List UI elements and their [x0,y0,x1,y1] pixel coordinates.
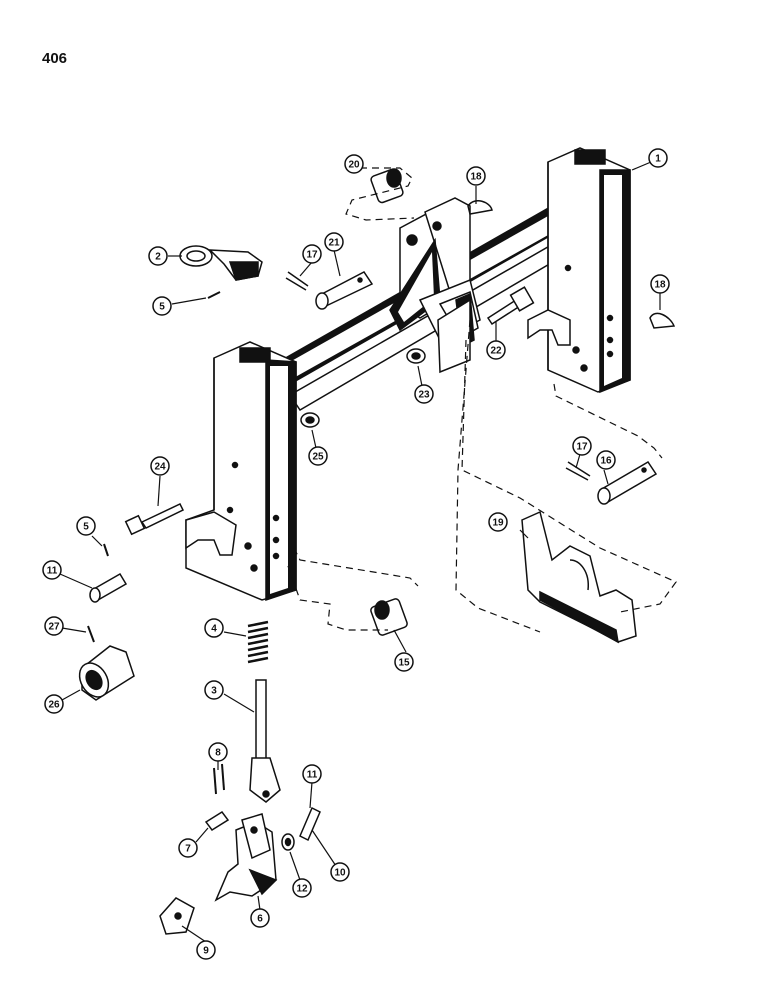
callout-22: 22 [486,340,506,360]
callout-label: 26 [48,700,60,711]
dashed-reference-lines [287,167,677,633]
callout-label: 23 [418,390,430,401]
callout-27: 27 [44,616,64,636]
callout-11-left: 11 [42,560,62,580]
part-11-pin-right [299,806,321,842]
part-9-pad [159,897,195,935]
callout-label: 24 [154,462,166,473]
part-5-pin-upper [207,291,221,299]
callout-10: 10 [330,862,350,882]
part-16-pin [597,460,658,505]
callout-23: 23 [414,384,434,404]
callout-label: 6 [257,914,263,925]
callout-label: 1 [655,154,661,165]
callout-label: 20 [348,160,360,171]
callout-7: 7 [178,838,198,858]
part-23-nut [406,348,426,364]
callout-label: 18 [470,172,482,183]
callout-3: 3 [204,680,224,700]
callout-label: 2 [155,252,161,263]
part-5-pin-lower [103,543,109,557]
callout-label: 12 [296,884,308,895]
callout-25: 25 [308,446,328,466]
callout-20: 20 [344,154,364,174]
page-number: 406 [42,50,68,67]
part-8-pins [213,763,225,795]
callout-5-upper: 5 [152,296,172,316]
callout-8: 8 [208,742,228,762]
callout-label: 7 [185,844,191,855]
main-frame-assembly [185,147,631,602]
part-22-bolt [486,286,535,326]
callout-17-lower: 17 [572,436,592,456]
part-17-cotter-lower [565,461,591,481]
part-12-washer [281,833,295,851]
callout-16: 16 [596,450,616,470]
part-7-pin [204,810,230,832]
part-25-nut [300,412,320,428]
part-21-pin [315,271,374,310]
callout-2: 2 [148,246,168,266]
part-20-bushing [370,168,404,204]
callout-label: 3 [211,686,217,697]
callout-label: 18 [654,280,666,291]
callout-label: 9 [203,946,209,957]
part-6-latch [214,813,278,902]
callout-6: 6 [250,908,270,928]
callout-label: 19 [492,518,504,529]
callout-11-right: 11 [302,764,322,784]
callout-label: 4 [211,624,217,635]
callout-17-upper: 17 [302,244,322,264]
callout-4: 4 [204,618,224,638]
callout-label: 5 [159,302,165,313]
leader-lines [59,161,661,943]
callout-label: 15 [398,658,410,669]
callout-21: 21 [324,232,344,252]
part-24-bolt [124,503,185,536]
part-17-cotter-upper [285,271,309,291]
part-18-hair-pin-upper [467,200,493,215]
callout-label: 21 [328,238,340,249]
part-26-sleeve [78,645,135,701]
callout-5-lower: 5 [76,516,96,536]
callout-24: 24 [150,456,170,476]
callout-1: 1 [648,148,668,168]
callout-label: 11 [307,770,318,781]
callout-12: 12 [292,878,312,898]
callout-9: 9 [196,940,216,960]
callout-label: 10 [334,868,346,879]
callout-label: 25 [312,452,324,463]
part-27-pin [87,625,95,643]
callout-label: 11 [47,566,58,577]
callout-label: 17 [306,250,318,261]
part-11-pin-left [89,572,128,603]
callout-label: 17 [576,442,588,453]
callout-15: 15 [394,652,414,672]
callout-label: 16 [600,456,612,467]
part-18-hair-pin-right [649,312,676,329]
callout-label: 8 [215,748,221,759]
callout-26: 26 [44,694,64,714]
callout-label: 5 [83,522,89,533]
part-4-spring [247,620,269,664]
callout-label: 27 [48,622,60,633]
callout-18-right: 18 [650,274,670,294]
part-2-link [179,245,263,281]
part-3-rod [249,679,281,803]
callout-label: 22 [490,346,502,357]
part-19-bracket [521,510,637,644]
callout-18-upper: 18 [466,166,486,186]
callout-19: 19 [488,512,508,532]
